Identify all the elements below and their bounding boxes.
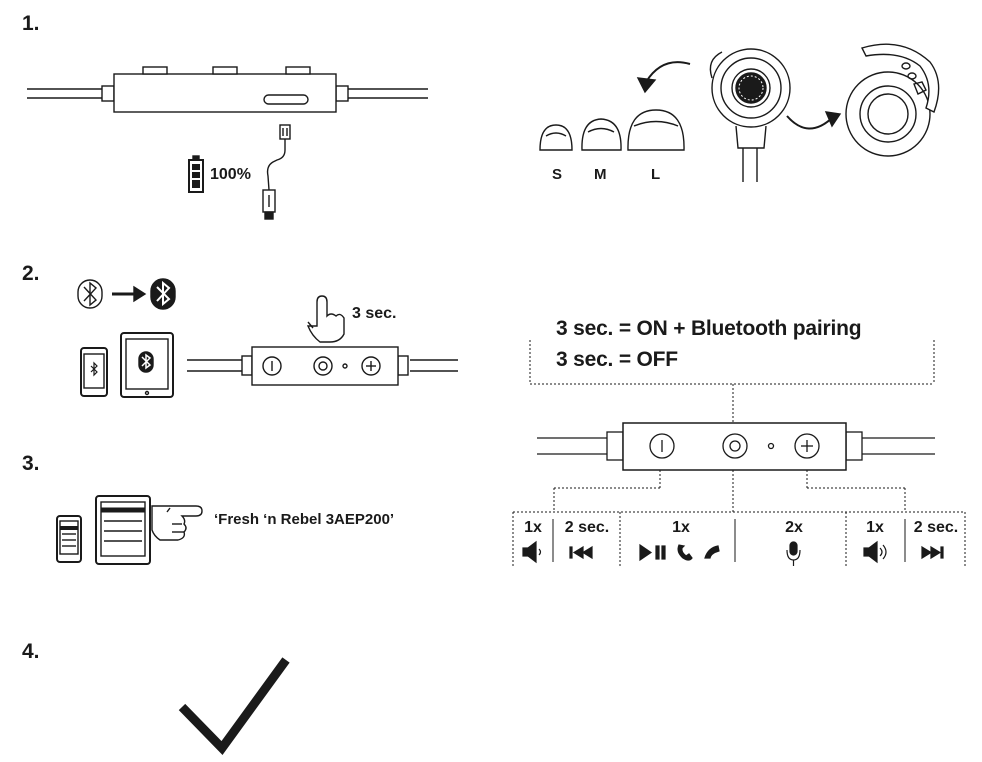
- call-end-icon: [704, 545, 720, 559]
- previous-track-icon: [569, 545, 593, 560]
- checkmark-icon: [178, 657, 290, 755]
- pointing-hand-select-icon: [151, 505, 203, 541]
- step-2-number: 2.: [22, 262, 40, 285]
- step-1-number: 1.: [22, 12, 40, 35]
- volume-up-icon: [863, 540, 887, 564]
- pointing-hand-icon: [306, 295, 345, 343]
- volume-up-press-label: 1x: [866, 519, 884, 536]
- microphone-icon: [786, 541, 801, 566]
- ear-tip-small-label: S: [552, 166, 563, 183]
- step-3-number: 3.: [22, 452, 40, 475]
- ear-tip-large-label: L: [651, 166, 661, 183]
- hold-duration-label: 3 sec.: [352, 305, 397, 322]
- play-pause-icon: [639, 543, 666, 562]
- ear-tip-medium-label: M: [594, 166, 607, 183]
- volume-down-icon: [522, 540, 542, 564]
- battery-percent-label: 100%: [210, 166, 251, 183]
- power-off-text: 3 sec. = OFF: [556, 348, 678, 371]
- power-on-text: 3 sec. = ON + Bluetooth pairing: [556, 317, 862, 340]
- bluetooth-outline-icon: [77, 279, 103, 309]
- play-pause-press-label: 1x: [672, 519, 690, 536]
- voice-assistant-double-press-label: 2x: [785, 519, 803, 536]
- next-track-icon: [921, 545, 944, 560]
- volume-down-press-label: 1x: [524, 519, 542, 536]
- call-answer-icon: [677, 544, 693, 561]
- device-name-label: ‘Fresh ‘n Rebel 3AEP200’: [214, 511, 395, 528]
- step-4-number: 4.: [22, 640, 40, 663]
- next-track-hold-label: 2 sec.: [913, 519, 959, 536]
- previous-track-hold-label: 2 sec.: [564, 519, 610, 536]
